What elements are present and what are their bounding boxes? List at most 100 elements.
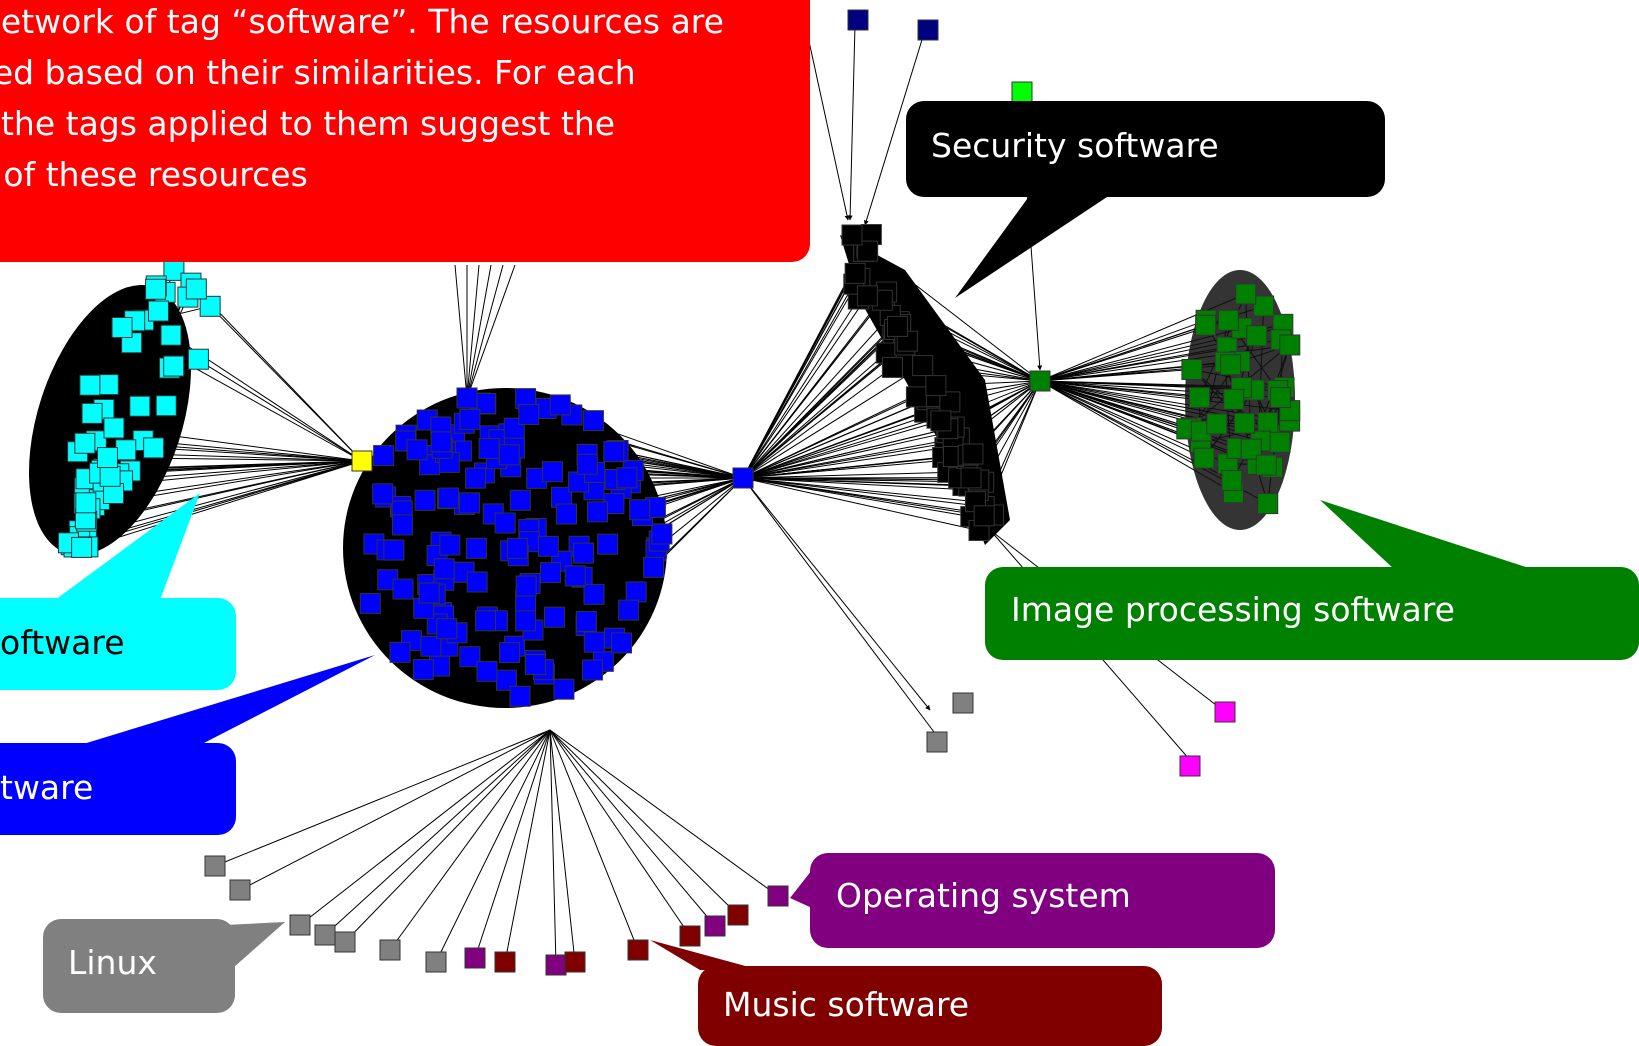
bottom-arc-node (380, 940, 400, 960)
blue-node (583, 411, 603, 431)
blue-node (545, 607, 565, 627)
bottom-arc-node (290, 915, 310, 935)
cyan-node (112, 317, 132, 337)
blue-node (415, 490, 435, 510)
graph-edge (467, 265, 515, 398)
bottom-arc-node (728, 905, 748, 925)
security-node (882, 357, 902, 377)
bottom-arc-node (335, 932, 355, 952)
blue-node (360, 593, 380, 613)
annotation-callout: network of tag “software”. The resources… (0, 0, 810, 262)
graph-edge (467, 265, 491, 398)
blue-node (584, 632, 604, 652)
security-node (845, 263, 865, 283)
cyan-node (82, 403, 102, 423)
bottom-arc-node (495, 952, 515, 972)
image-node (1207, 414, 1227, 434)
blue-node (374, 446, 394, 466)
bottom-arc-node (705, 916, 725, 936)
blue-node (390, 642, 410, 662)
bottom-arc-node (628, 940, 648, 960)
blue-hub-node (733, 468, 753, 488)
blue-node (598, 534, 618, 554)
blue-node (392, 515, 412, 535)
cyan-node (80, 375, 100, 395)
blue-node (619, 600, 639, 620)
cyan-node (116, 440, 136, 460)
blue-node (584, 584, 604, 604)
annotation-line-2: red based on their similarities. For eac… (0, 47, 810, 98)
blue-node (499, 445, 519, 465)
blue-node (541, 563, 561, 583)
image-node (1247, 326, 1267, 346)
blue-node (604, 442, 624, 462)
graph-edge (240, 730, 550, 890)
blue-node (413, 660, 433, 680)
bottom-arc-node (426, 952, 446, 972)
cyan-callout-label: oftware (0, 618, 236, 668)
blue-top-node (457, 388, 477, 408)
blue-node (538, 536, 558, 556)
image-node (1256, 455, 1276, 475)
blue-node (434, 559, 454, 579)
image-node (1236, 284, 1256, 304)
cyan-node (100, 466, 120, 486)
blue-node (466, 538, 486, 558)
blue-node (507, 538, 527, 558)
cyan-node (98, 375, 118, 395)
blue-node (652, 524, 672, 544)
cyan-node (130, 396, 150, 416)
graph-edge (300, 730, 550, 925)
graph-edge (550, 730, 778, 896)
gray-pair-node (953, 693, 973, 713)
blue-node (556, 504, 576, 524)
image-node (1222, 470, 1242, 490)
security-node (857, 286, 877, 306)
blue-node (384, 540, 404, 560)
operating-system-callout-label: Operating system (836, 871, 1275, 921)
image-node (1221, 355, 1241, 375)
cyan-node (104, 418, 124, 438)
image-node (1258, 494, 1278, 514)
blue-node (574, 543, 594, 563)
blue-node (439, 488, 459, 508)
cyan-node (164, 356, 184, 376)
cyan-cluster-callout: oftware (0, 598, 236, 690)
blue-node (550, 395, 570, 415)
graph-edge (436, 730, 550, 962)
graph-edge (743, 478, 984, 516)
security-callout: Security software (906, 101, 1385, 197)
image-node (1194, 448, 1214, 468)
blue-node (554, 679, 574, 699)
graph-edge (467, 265, 503, 398)
graph-edge (743, 478, 930, 710)
blue-callout-label: tware (0, 763, 236, 813)
bottom-arc-node (565, 952, 585, 972)
green-hub-node (1030, 371, 1050, 391)
cyan-node (148, 301, 168, 321)
blue-node (495, 513, 515, 533)
gray-pair-node (927, 732, 947, 752)
blue-node (612, 633, 632, 653)
image-node (1189, 388, 1209, 408)
bottom-arc-node (230, 880, 250, 900)
blue-node (516, 611, 536, 631)
security-callout-label: Security software (931, 121, 1385, 171)
blue-node (519, 405, 539, 425)
security-node (887, 316, 907, 336)
blue-node (582, 660, 602, 680)
security-node (906, 387, 926, 407)
graph-edge (345, 730, 550, 942)
blue-node (459, 493, 479, 513)
operating-system-callout: Operating system (810, 853, 1275, 948)
security-node (926, 376, 946, 396)
graph-edge (743, 397, 935, 478)
linux-callout-label: Linux (68, 938, 235, 988)
cyan-node (76, 493, 96, 513)
graph-edge (210, 306, 362, 461)
graph-edge (550, 730, 715, 926)
annotation-line-1: network of tag “software”. The resources… (0, 0, 810, 47)
cyan-node (161, 325, 181, 345)
blue-node (510, 686, 530, 706)
graph-edge (467, 265, 479, 398)
